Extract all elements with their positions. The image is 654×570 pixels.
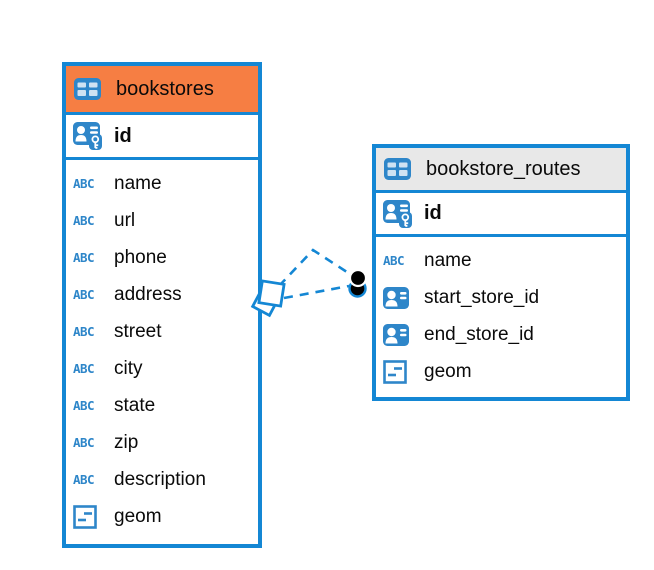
column-row-bookstores-city[interactable]: ABC city bbox=[66, 350, 258, 387]
column-name: description bbox=[114, 468, 206, 490]
relationship-diamond-endpoint-front bbox=[257, 279, 286, 308]
text-icon: ABC bbox=[73, 361, 95, 376]
geometry-icon bbox=[383, 359, 415, 384]
column-row-bookstores-address[interactable]: ABC address bbox=[66, 276, 258, 313]
column-name: street bbox=[114, 320, 162, 342]
text-icon: ABC bbox=[73, 176, 95, 191]
text-icon: ABC bbox=[73, 324, 95, 339]
column-row-bookstores-zip[interactable]: ABC zip bbox=[66, 424, 258, 461]
relationship-line-1[interactable] bbox=[278, 248, 351, 287]
column-row-bookstores-url[interactable]: ABC url bbox=[66, 202, 258, 239]
reference-icon bbox=[383, 286, 415, 309]
relationship-dot-endpoint-back bbox=[348, 279, 367, 298]
text-icon: ABC bbox=[73, 287, 95, 302]
column-name: phone bbox=[114, 246, 167, 268]
column-row-bookstores-description[interactable]: ABC description bbox=[66, 461, 258, 498]
table-title: bookstore_routes bbox=[426, 157, 581, 180]
column-name: start_store_id bbox=[424, 286, 540, 308]
text-icon: ABC bbox=[73, 435, 95, 450]
column-row-routes-geom[interactable]: geom bbox=[376, 353, 626, 390]
table-title: bookstores bbox=[116, 77, 214, 100]
text-icon: ABC bbox=[383, 253, 405, 268]
geometry-icon bbox=[73, 504, 105, 529]
table-icon bbox=[384, 158, 416, 180]
table-icon bbox=[74, 78, 106, 100]
column-row-bookstores-phone[interactable]: ABC phone bbox=[66, 239, 258, 276]
column-name: geom bbox=[424, 360, 472, 382]
column-name: url bbox=[114, 209, 136, 231]
column-name: city bbox=[114, 357, 143, 379]
text-icon: ABC bbox=[73, 213, 95, 228]
column-name: zip bbox=[114, 431, 139, 453]
column-list: ABC name ABC url ABC phone ABC address A… bbox=[66, 160, 258, 539]
relationship-dot-endpoint-front bbox=[348, 268, 368, 288]
column-list: ABC name start_store_id bbox=[376, 237, 626, 394]
column-row-bookstores-geom[interactable]: geom bbox=[66, 498, 258, 535]
column-row-routes-end-store-id[interactable]: end_store_id bbox=[376, 316, 626, 353]
text-icon: ABC bbox=[73, 398, 95, 413]
table-header-bookstore-routes[interactable]: bookstore_routes bbox=[376, 148, 626, 193]
column-row-bookstores-street[interactable]: ABC street bbox=[66, 313, 258, 350]
column-name: name bbox=[424, 249, 472, 271]
column-name: geom bbox=[114, 505, 162, 527]
column-row-routes-name[interactable]: ABC name bbox=[376, 242, 626, 279]
column-row-bookstores-id[interactable]: id bbox=[66, 115, 258, 160]
text-icon: ABC bbox=[73, 250, 95, 265]
column-row-bookstores-state[interactable]: ABC state bbox=[66, 387, 258, 424]
column-name: address bbox=[114, 283, 182, 305]
table-bookstore-routes[interactable]: bookstore_routes id bbox=[372, 144, 630, 401]
column-name: end_store_id bbox=[424, 323, 534, 345]
table-header-bookstores[interactable]: bookstores bbox=[66, 66, 258, 115]
reference-icon bbox=[383, 323, 415, 346]
primary-key-icon bbox=[73, 122, 105, 150]
column-row-routes-id[interactable]: id bbox=[376, 193, 626, 237]
primary-key-icon bbox=[383, 199, 415, 228]
table-bookstores[interactable]: bookstores id A bbox=[62, 62, 262, 548]
column-row-routes-start-store-id[interactable]: start_store_id bbox=[376, 279, 626, 316]
column-name: name bbox=[114, 172, 162, 194]
text-icon: ABC bbox=[73, 472, 95, 487]
column-name: id bbox=[424, 202, 442, 224]
column-name: state bbox=[114, 394, 156, 416]
column-row-bookstores-name[interactable]: ABC name bbox=[66, 165, 258, 202]
column-name: id bbox=[114, 124, 132, 147]
relationship-line-2[interactable] bbox=[283, 284, 350, 300]
